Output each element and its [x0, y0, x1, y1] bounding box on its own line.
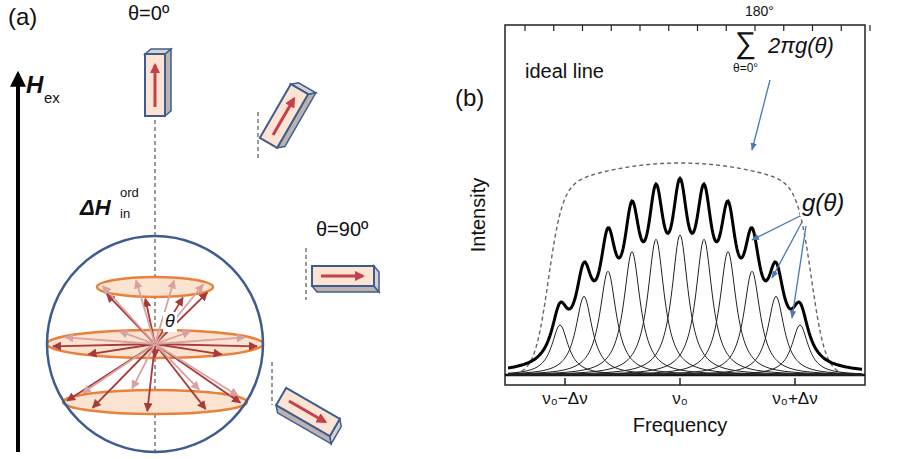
sum-limit: 180° [745, 4, 774, 19]
tick [564, 378, 566, 385]
moment-arrow [155, 344, 206, 409]
crystal-box [312, 266, 379, 292]
tick [553, 25, 554, 31]
component-curve [508, 239, 862, 374]
reference-dashed [272, 362, 273, 405]
tick [639, 25, 640, 31]
crystal-box [260, 80, 316, 151]
tick [611, 25, 612, 31]
angle-symbol: θ [163, 312, 177, 332]
field-arrow [16, 74, 20, 452]
tick-label: ν₀ [672, 390, 688, 409]
component-curve [508, 252, 862, 375]
sum-curve [508, 178, 862, 369]
tick [582, 25, 583, 31]
moment-arrow [155, 298, 183, 344]
tick-label: ν₀−Δν [542, 390, 587, 409]
angle-label: θ=90º [316, 218, 368, 240]
moment-arrow [155, 293, 207, 344]
reference-dashed [258, 112, 259, 160]
leader-arrow [752, 80, 770, 150]
tick [812, 25, 813, 31]
tick [668, 25, 669, 31]
component-curve [508, 235, 862, 375]
moment-arrow [136, 280, 155, 344]
moment-arrow [155, 344, 238, 396]
tick-label: ν₀+Δν [772, 390, 817, 409]
sphere-outline [47, 236, 263, 452]
field-superscript: ord [120, 186, 139, 200]
moment-arrows [53, 280, 257, 411]
curve-label: g(θ) [800, 190, 846, 216]
field-symbol: H [26, 72, 43, 98]
tick [524, 25, 525, 31]
tick [783, 25, 784, 31]
moment-arrow [132, 344, 155, 389]
panel-label: (b) [455, 85, 484, 111]
moment-arrow [155, 337, 245, 344]
component-curve [508, 252, 862, 375]
axis-ticks [525, 25, 870, 385]
cone-ring [63, 390, 247, 414]
moment-arrow [155, 344, 222, 354]
crystal-box [273, 388, 344, 444]
leader-arrow [772, 222, 802, 278]
curve-label: ideal line [525, 60, 604, 82]
component-curve [508, 271, 862, 375]
tick [679, 378, 681, 385]
field-symbol: ΔH [80, 196, 111, 220]
reference-dashed [306, 248, 307, 300]
moment-arrow [93, 344, 155, 408]
leader-arrow [752, 216, 800, 240]
moment-arrow [120, 331, 155, 344]
tick [726, 25, 727, 31]
field-subscript: ex [44, 90, 60, 107]
crystal-box [145, 49, 171, 116]
angle-label: θ=0º [128, 2, 169, 24]
ideal-curve [508, 163, 862, 375]
moment-arrow [147, 344, 155, 411]
tick [841, 25, 842, 31]
tick [794, 378, 796, 385]
moment-arrow [83, 344, 155, 393]
field-subscript: in [120, 207, 130, 221]
moment-arrow [67, 344, 155, 401]
plot-frame [505, 25, 865, 385]
sum-label: 2πg(θ) [768, 34, 834, 58]
moment-arrow [53, 344, 155, 346]
spectra [508, 163, 862, 375]
component-curve [508, 271, 862, 375]
tick [697, 25, 698, 31]
axis-title: Frequency [633, 414, 728, 436]
moment-arrow [155, 284, 203, 344]
sum-limit: θ=0° [733, 62, 758, 75]
panel-label: (a) [8, 4, 37, 30]
axis-title: Intensity [467, 178, 489, 252]
sum-symbol: ∑ [735, 26, 756, 59]
leader-arrow [792, 226, 806, 318]
tick [869, 25, 870, 31]
moment-arrow [155, 344, 240, 403]
